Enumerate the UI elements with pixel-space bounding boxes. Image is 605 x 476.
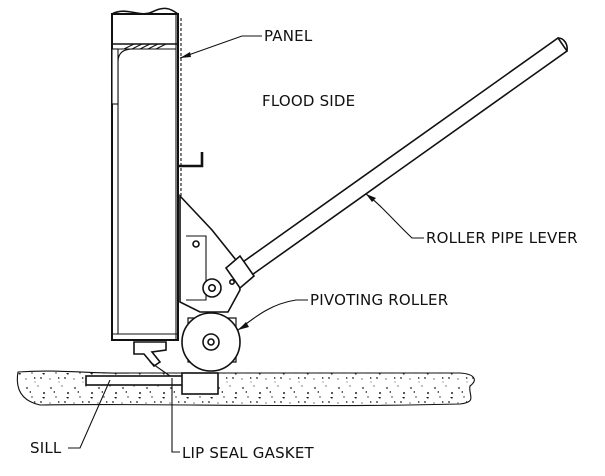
roller-pipe-lever xyxy=(224,36,569,290)
lip-seal-gasket xyxy=(133,341,171,377)
labels: PANEL FLOOD SIDE ROLLER PIPE LEVER PIVOT… xyxy=(30,27,578,462)
panel-label: PANEL xyxy=(264,27,313,45)
sill-plate xyxy=(85,372,219,395)
pivoting-roller xyxy=(181,312,241,372)
roller-pipe-lever-label: ROLLER PIPE LEVER xyxy=(426,229,578,247)
hinge-bracket xyxy=(179,193,241,313)
leader-lines xyxy=(68,35,424,453)
flood-side-label: FLOOD SIDE xyxy=(262,92,355,110)
sill-label: SILL xyxy=(30,439,62,457)
pivoting-roller-label: PIVOTING ROLLER xyxy=(310,291,448,309)
panel xyxy=(111,7,204,341)
lip-seal-gasket-label: LIP SEAL GASKET xyxy=(182,444,314,462)
